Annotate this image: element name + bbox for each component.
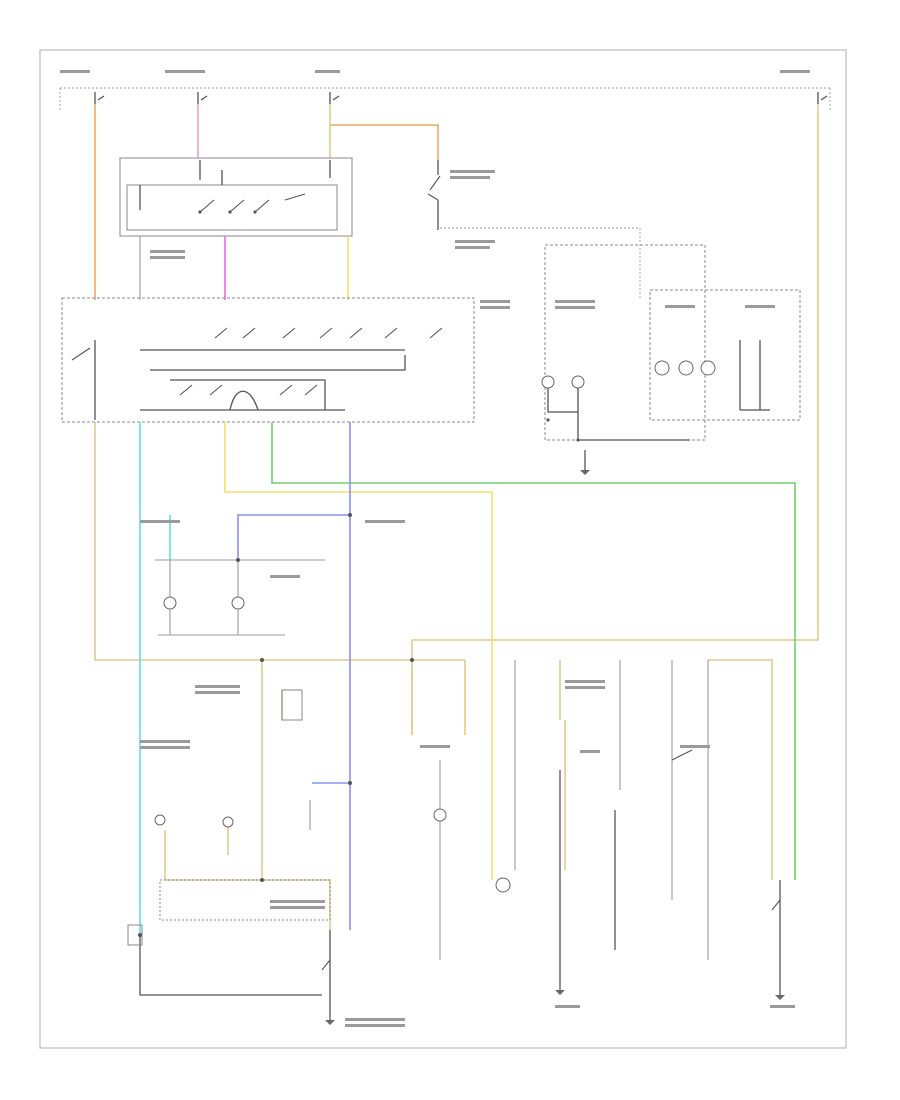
lower-left-lamp-group	[127, 660, 350, 1025]
ground-icon	[325, 1020, 335, 1025]
diagram-frame	[39, 49, 847, 1049]
ground-icon	[775, 995, 785, 1000]
right-lamp-assembly	[541, 244, 801, 475]
bulb-icon	[163, 596, 177, 610]
ground-icon	[580, 470, 590, 475]
lower-bus-wires	[94, 422, 796, 935]
mid-feed-wires	[139, 236, 349, 300]
lower-right-lamp-columns	[411, 659, 785, 1000]
headlamp-switch-module	[119, 157, 353, 237]
fuse-stubs	[94, 92, 828, 104]
multifunction-switch	[61, 297, 475, 423]
annotation-marks	[60, 70, 810, 1027]
park-lamp-subcircuit	[155, 559, 325, 636]
dimmer-switch	[427, 160, 641, 300]
bulb-icon	[231, 596, 245, 610]
junction-dots	[138, 513, 414, 937]
ground-icon	[555, 990, 565, 995]
fuse-panel-bus	[59, 87, 831, 110]
